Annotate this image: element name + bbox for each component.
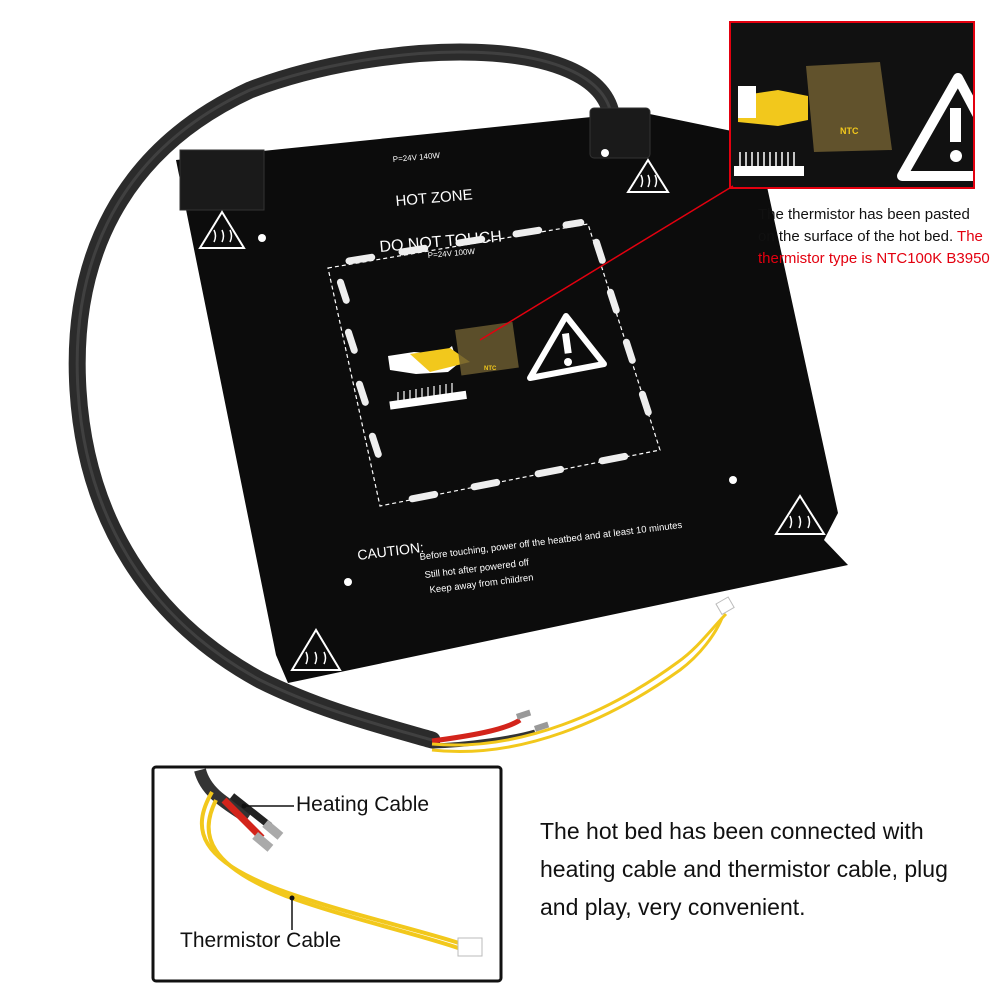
thermistor-zoom-inset: NTC [729,21,1000,189]
mounting-hole [729,476,737,484]
inset-ntc-label: NTC [840,126,859,136]
mounting-hole [601,149,609,157]
loose-wires [431,596,735,754]
right-connector [589,107,651,159]
inner-power-spec: P=24V 100W [427,247,475,260]
ntc-sensor-tape [455,321,519,376]
callout-line [479,185,734,341]
top-power-spec: P=24V 140W [392,151,440,164]
thermistor-plug [715,596,735,616]
heat-zone-pads [336,219,652,503]
thermistor-description-text: The thermistor has been pasted on the su… [758,206,970,245]
heatbed-plate: P=24V 140W HOT ZONE DO NOT TOUCH P=24V 1… [176,107,848,683]
thermistor-cable-label: Thermistor Cable [180,929,342,952]
heat-waves-icon [389,383,467,410]
inset-thermistor-plug [457,937,483,957]
left-connector [179,149,265,211]
mounting-hole [344,578,352,586]
thermistor-description: The thermistor has been pasted on the su… [758,204,990,270]
inset-warning-icon [897,73,1000,181]
cable-detail-inset [151,765,503,983]
heating-cable-label: Heating Cable [296,793,430,816]
hot-zone-label: HOT ZONE [395,186,473,210]
heat-zone-outline [327,223,661,507]
hot-surface-warning-icon [290,628,342,671]
connection-description: The hot bed has been connected with heat… [540,818,948,920]
thermistor-type-text: The thermistor type is NTC100K B3950 [758,228,990,267]
exclamation-warning-icon [527,313,607,381]
ntc-label: NTC [484,366,497,372]
mounting-hole [258,234,266,242]
hot-surface-warning-icon [626,158,670,193]
hot-surface-warning-icon [198,210,246,249]
hot-surface-warning-icon [774,494,826,535]
